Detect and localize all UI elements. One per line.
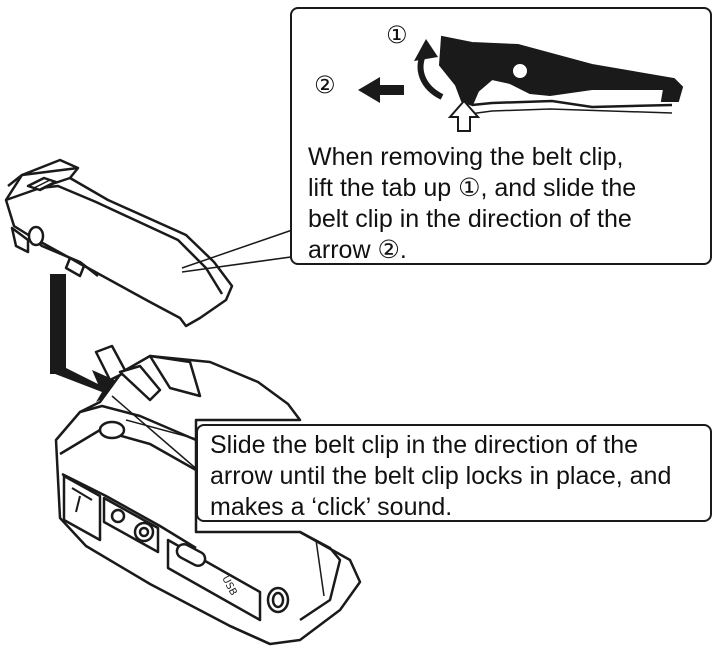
removal-line-3: belt clip in the direction of the — [308, 205, 632, 233]
attach-instructions: Slide the belt clip in the direction of … — [210, 430, 671, 523]
callout-bottom-leader-2 — [111, 395, 201, 473]
removal-line-4: arrow ②. — [308, 236, 407, 264]
callout-top-leader — [181, 227, 299, 269]
callout-bottom-leader — [125, 419, 201, 441]
attach-line-3: makes a ‘click’ sound. — [210, 493, 453, 521]
removal-line-2: lift the tab up ①, and slide the — [308, 174, 637, 202]
step-1-marker: ① — [386, 21, 408, 49]
removal-detail-diagram — [358, 35, 684, 132]
attach-line-2: arrow until the belt clip locks in place… — [210, 462, 672, 490]
callout-top-leader-2 — [181, 255, 299, 273]
belt-clip — [4, 158, 234, 328]
attach-line-1: Slide the belt clip in the direction of … — [210, 431, 639, 459]
attach-callout: Slide the belt clip in the direction of … — [196, 424, 712, 522]
removal-callout: ① ② When removing the belt clip, lift th… — [290, 7, 712, 265]
removal-instructions: When removing the belt clip, lift the ta… — [308, 142, 636, 266]
step-2-marker: ② — [314, 71, 336, 99]
removal-line-1: When removing the belt clip, — [308, 143, 624, 171]
device-body — [54, 344, 362, 646]
